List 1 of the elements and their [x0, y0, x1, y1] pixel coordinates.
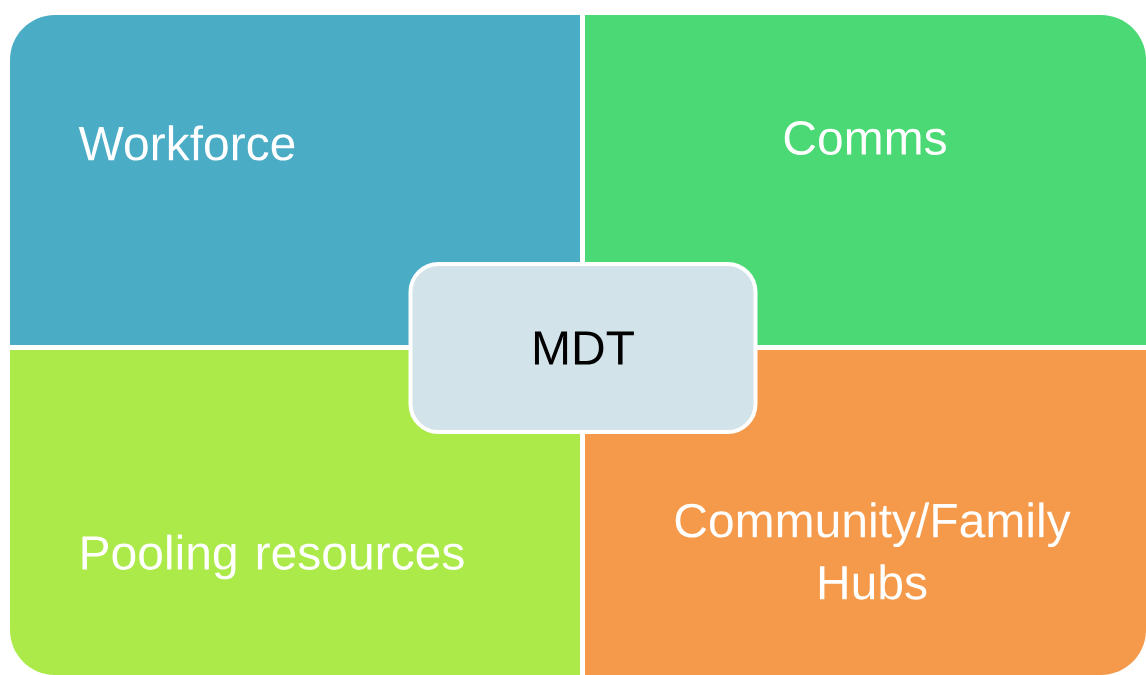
center-box: MDT: [408, 262, 758, 434]
